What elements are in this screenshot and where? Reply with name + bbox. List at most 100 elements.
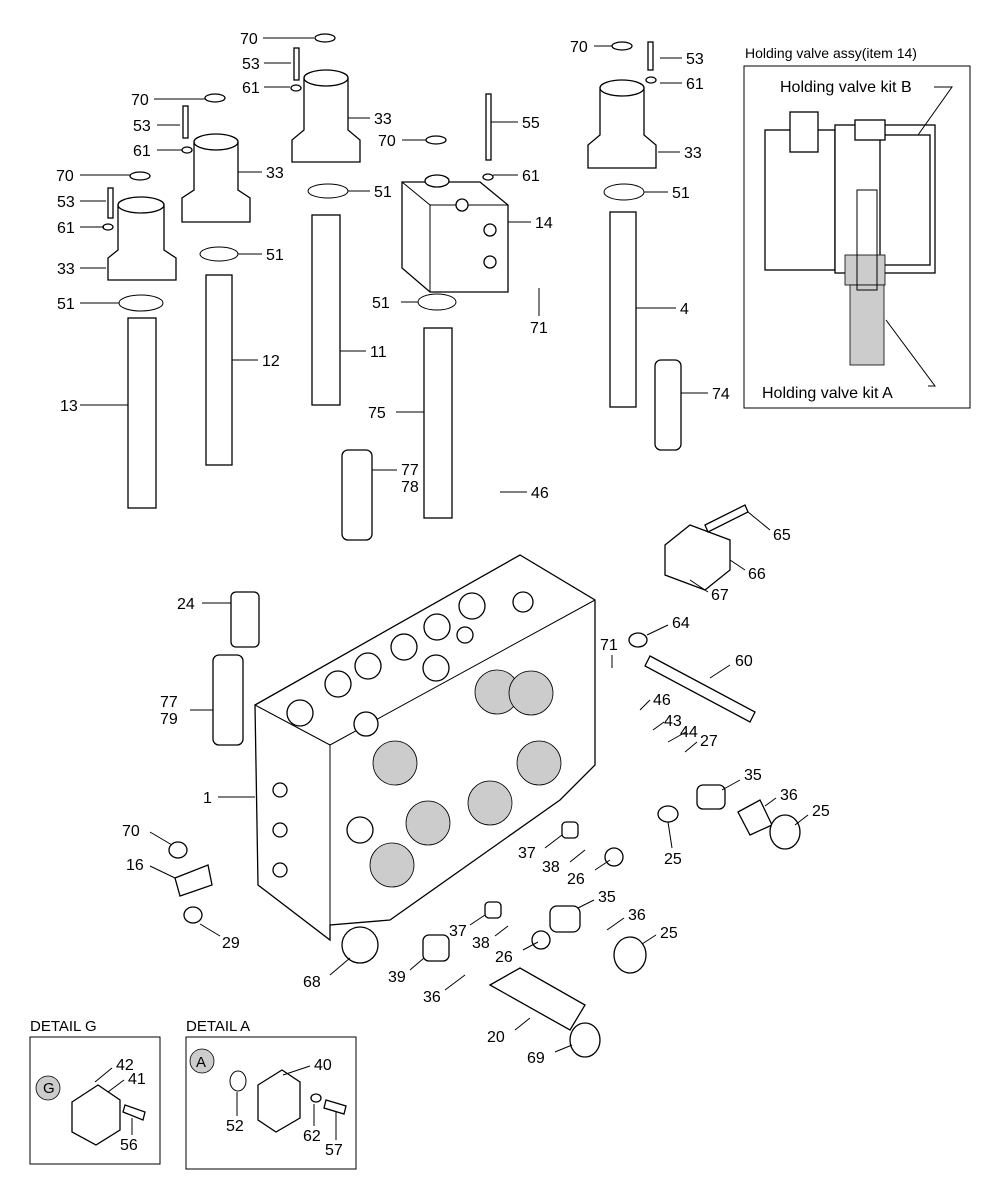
callout: 61: [57, 220, 75, 237]
callout: 33: [57, 261, 75, 278]
plug-26-a: [604, 847, 624, 867]
callout: 27: [700, 733, 718, 750]
callout: 29: [222, 935, 240, 952]
callout: 33: [684, 145, 702, 162]
callout: 42: [116, 1057, 134, 1074]
washer-64: [628, 632, 648, 648]
callout: 70: [131, 92, 149, 109]
callout: 55: [522, 115, 540, 132]
plug-70: [168, 841, 188, 859]
callout: 53: [57, 194, 75, 211]
inset-title: Holding valve assy(item 14): [745, 45, 917, 61]
callout: 33: [374, 111, 392, 128]
callout: 26: [495, 949, 513, 966]
callout: 35: [598, 889, 616, 906]
callout: 61: [522, 168, 540, 185]
spacer-37-a: [561, 821, 579, 839]
callout: 43: [664, 713, 682, 730]
relief-valve-77-78: [341, 449, 373, 541]
detail-g-title: DETAIL G: [30, 1018, 97, 1035]
spools: [127, 211, 637, 519]
relief-valve-77-79: [212, 654, 244, 746]
callout: 51: [57, 296, 75, 313]
kit-a-label: Holding valve kit A: [762, 385, 893, 402]
callout: 61: [686, 76, 704, 93]
spacer-35-lower: [549, 905, 581, 933]
callout: 61: [242, 80, 260, 97]
holding-valve-drawing: [764, 111, 936, 366]
detail-g-marker-text: G: [43, 1080, 55, 1097]
spool-4: [609, 211, 637, 408]
callout: 25: [660, 925, 678, 942]
callout: 13: [60, 398, 78, 415]
callout: 41: [128, 1071, 146, 1088]
callout: 78: [401, 479, 419, 496]
callout: 51: [372, 295, 390, 312]
callout: 67: [711, 587, 729, 604]
plug-25-lower: [613, 936, 647, 974]
callout: 44: [680, 724, 698, 741]
plug-26-b: [531, 930, 551, 950]
sleeve-20: [488, 967, 586, 1031]
solenoid-33-d: [587, 79, 657, 169]
holding-valve-block-14: [401, 174, 509, 293]
callout: 52: [226, 1118, 244, 1135]
callout: 79: [160, 711, 178, 728]
spool-11: [311, 214, 341, 406]
callout: 51: [374, 184, 392, 201]
callout: 70: [56, 168, 74, 185]
callout: 46: [653, 692, 671, 709]
callout: 57: [325, 1142, 343, 1159]
solenoid-33-a: [107, 196, 177, 281]
main-valve-body: [254, 554, 596, 942]
callout: 38: [472, 935, 490, 952]
callout: 66: [748, 566, 766, 583]
callout: 11: [370, 344, 387, 361]
callout: 26: [567, 871, 585, 888]
callout: 51: [672, 185, 690, 202]
callout: 61: [133, 143, 151, 160]
callout: 77: [160, 694, 178, 711]
plug-69: [569, 1022, 601, 1058]
spacer-35-right: [696, 784, 726, 810]
callout: 38: [542, 859, 560, 876]
callout: 4: [680, 301, 689, 318]
plug-16: [174, 864, 213, 897]
callout: 24: [177, 596, 195, 613]
callout: 53: [242, 56, 260, 73]
spool-12: [205, 274, 233, 466]
callout: 25: [812, 803, 830, 820]
callout: 46: [531, 485, 549, 502]
callout: 36: [628, 907, 646, 924]
callout: 74: [712, 386, 730, 403]
callout: 35: [744, 767, 762, 784]
rod-60: [644, 655, 756, 723]
spacer-39: [422, 934, 450, 962]
kit-b-label: Holding valve kit B: [780, 79, 912, 96]
spacer-37-b: [484, 901, 502, 919]
callout: 56: [120, 1137, 138, 1154]
callout: 25: [664, 851, 682, 868]
solenoid-33-c: [291, 69, 361, 163]
callout: 36: [423, 989, 441, 1006]
callout: 70: [570, 39, 588, 56]
callout: 70: [240, 31, 258, 48]
callout: 75: [368, 405, 386, 422]
plug-25-right: [769, 814, 801, 850]
spool-13: [127, 317, 157, 509]
callout: 53: [133, 118, 151, 135]
callout: 62: [303, 1128, 321, 1145]
callout: 53: [686, 51, 704, 68]
callout: 40: [314, 1057, 332, 1074]
detail-g-marker: [35, 1075, 61, 1101]
callout: 37: [518, 845, 536, 862]
callout-leaders: [80, 37, 809, 1140]
valve-24: [230, 591, 260, 648]
bolt-65: [704, 504, 749, 533]
plug-68: [341, 926, 379, 964]
callout: 33: [266, 165, 284, 182]
relief-valve-74: [654, 359, 682, 451]
detail-a-marker-text: A: [196, 1054, 206, 1071]
